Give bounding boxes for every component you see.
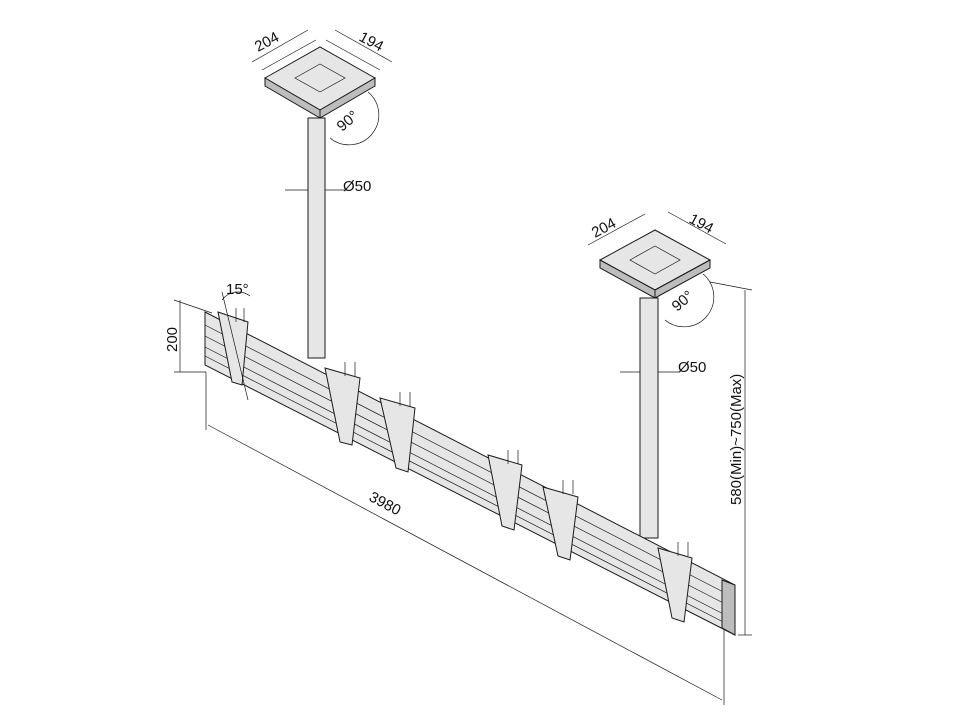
bracket [657,542,693,623]
ceiling-plate-left [251,29,393,119]
brackets [217,308,693,623]
plate-depth-label-right: 204 [589,215,619,242]
bracket [487,450,523,531]
plate-width-label-right: 194 [686,211,716,238]
rotation-arc-left [329,91,380,146]
pole-diameter-label-right: Ø50 [678,359,706,376]
rotation-label-left: 90° [334,107,362,135]
pole-left [285,117,345,359]
rotation-label-right: 90° [669,287,697,315]
tilt-label: 15° [226,281,249,298]
plate-width-label-left: 194 [356,29,386,56]
drop-height-label: 580(Min)~750(Max) [728,374,745,505]
rail-height-label: 200 [164,327,181,352]
bracket [217,308,249,386]
tilt-arc [221,291,251,301]
rail-length-label: 3980 [366,489,403,520]
rotation-arc-right [664,273,715,328]
ceiling-plate-right [587,211,727,299]
pole-diameter-label-left: Ø50 [343,178,371,195]
rail-length-dimension [207,424,723,701]
tilt-reference-line [221,291,249,401]
plate-depth-label-left: 204 [252,29,282,56]
bracket [324,362,361,446]
bracket [379,392,416,473]
pole-right [620,297,680,539]
bracket [542,480,579,561]
